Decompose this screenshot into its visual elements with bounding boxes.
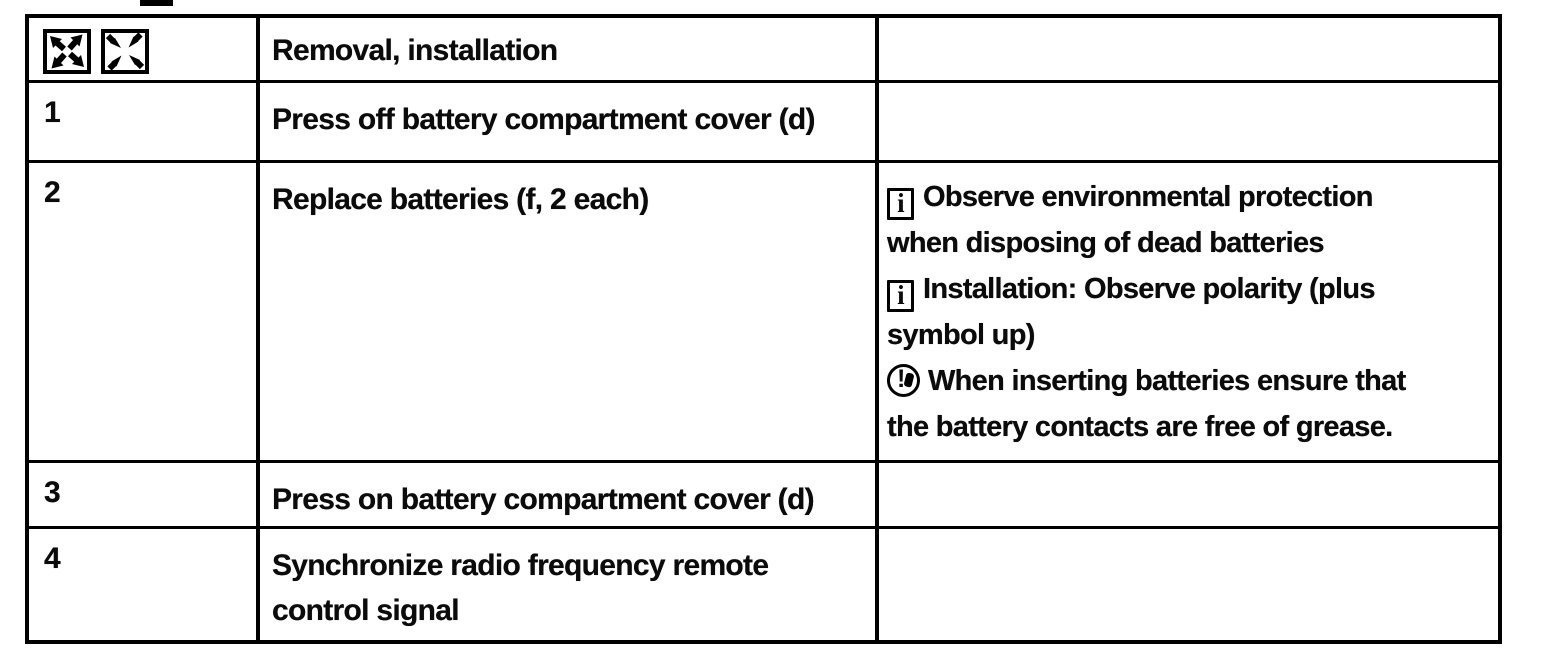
note-text: Observe polarity (plus symbol up) bbox=[887, 273, 1376, 351]
step-task: Press on battery compartment cover (d) bbox=[260, 463, 879, 529]
procedure-table: Removal, installation 1 Press off batter… bbox=[25, 14, 1502, 644]
info-icon: i bbox=[887, 188, 914, 220]
note-item: i Installation: Observe polarity (plus sy… bbox=[887, 266, 1490, 358]
step-number: 2 bbox=[29, 163, 260, 463]
icon-blob bbox=[903, 372, 915, 388]
step-notes-cell bbox=[879, 529, 1498, 640]
step-number: 3 bbox=[29, 463, 260, 529]
note-text: Observe environmental protection when di… bbox=[887, 181, 1373, 259]
note-bold-prefix: Installation: bbox=[923, 273, 1077, 305]
note-item: !When inserting batteries ensure that th… bbox=[887, 358, 1490, 450]
scan-artifact bbox=[140, 0, 173, 6]
header-notes-cell bbox=[879, 18, 1498, 83]
step-number: 4 bbox=[29, 529, 260, 640]
note-text: When inserting batteries ensure that the… bbox=[887, 365, 1406, 443]
circled-exclamation-icon: ! bbox=[887, 364, 920, 397]
exclamation-glyph: ! bbox=[897, 365, 905, 393]
step-notes-cell bbox=[879, 83, 1498, 163]
step-notes-cell bbox=[879, 463, 1498, 529]
header-symbol-cell bbox=[29, 18, 260, 83]
step-task: Synchronize radio frequency remote contr… bbox=[260, 529, 879, 640]
arrows-out-icon bbox=[43, 29, 91, 80]
step-number: 1 bbox=[29, 83, 260, 163]
table-header-title: Removal, installation bbox=[260, 18, 879, 83]
arrows-in-icon bbox=[101, 29, 149, 80]
step-task: Press off battery compartment cover (d) bbox=[260, 83, 879, 163]
step-task: Replace batteries (f, 2 each) bbox=[260, 163, 879, 463]
info-icon: i bbox=[887, 280, 914, 312]
